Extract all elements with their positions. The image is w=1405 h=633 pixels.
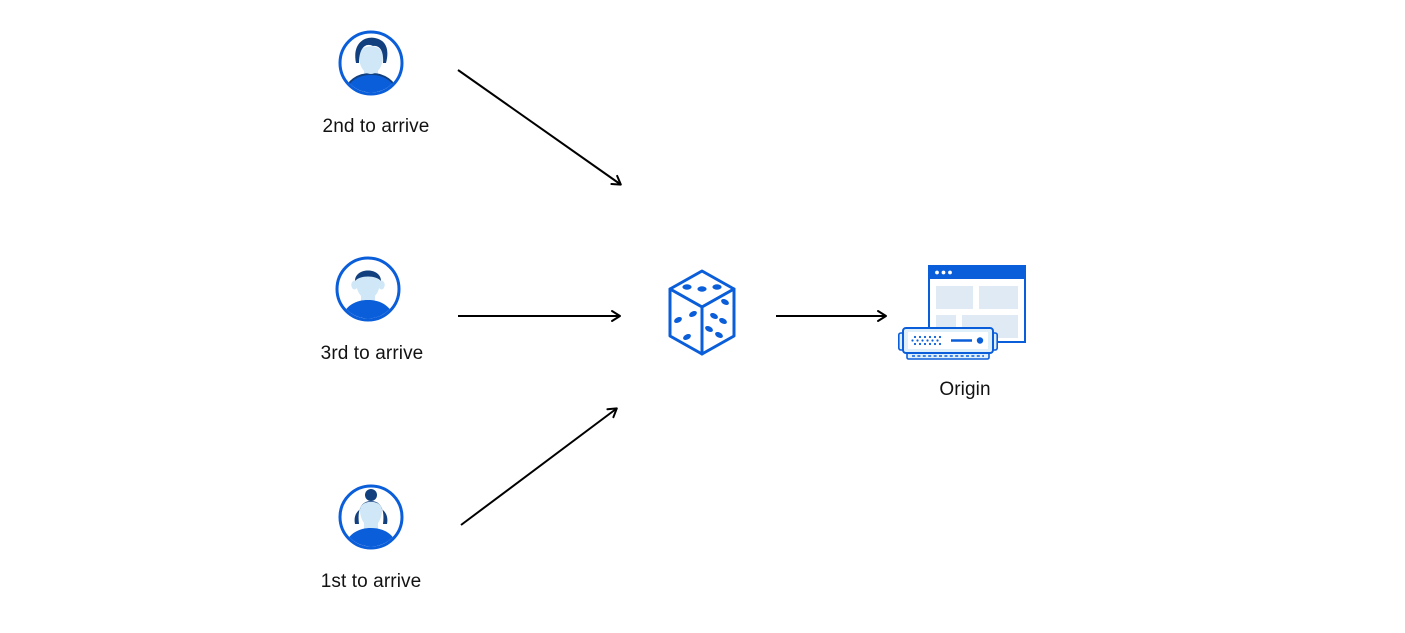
arrow-client-first-to-dice <box>460 407 618 526</box>
man-short-hair-avatar-icon <box>335 256 401 322</box>
client-first-label: 1st to arrive <box>320 571 422 592</box>
arrow-client-second-to-dice <box>457 69 622 186</box>
client-second-label: 2nd to arrive <box>322 116 430 137</box>
server-vent-dots <box>911 335 942 346</box>
origin-label: Origin <box>939 379 991 400</box>
dice-icon <box>668 269 736 356</box>
server-icon <box>898 327 998 360</box>
client-third-label: 3rd to arrive <box>320 343 424 364</box>
woman-bun-avatar-icon <box>338 484 404 550</box>
man-swept-hair-avatar-icon <box>338 30 404 96</box>
